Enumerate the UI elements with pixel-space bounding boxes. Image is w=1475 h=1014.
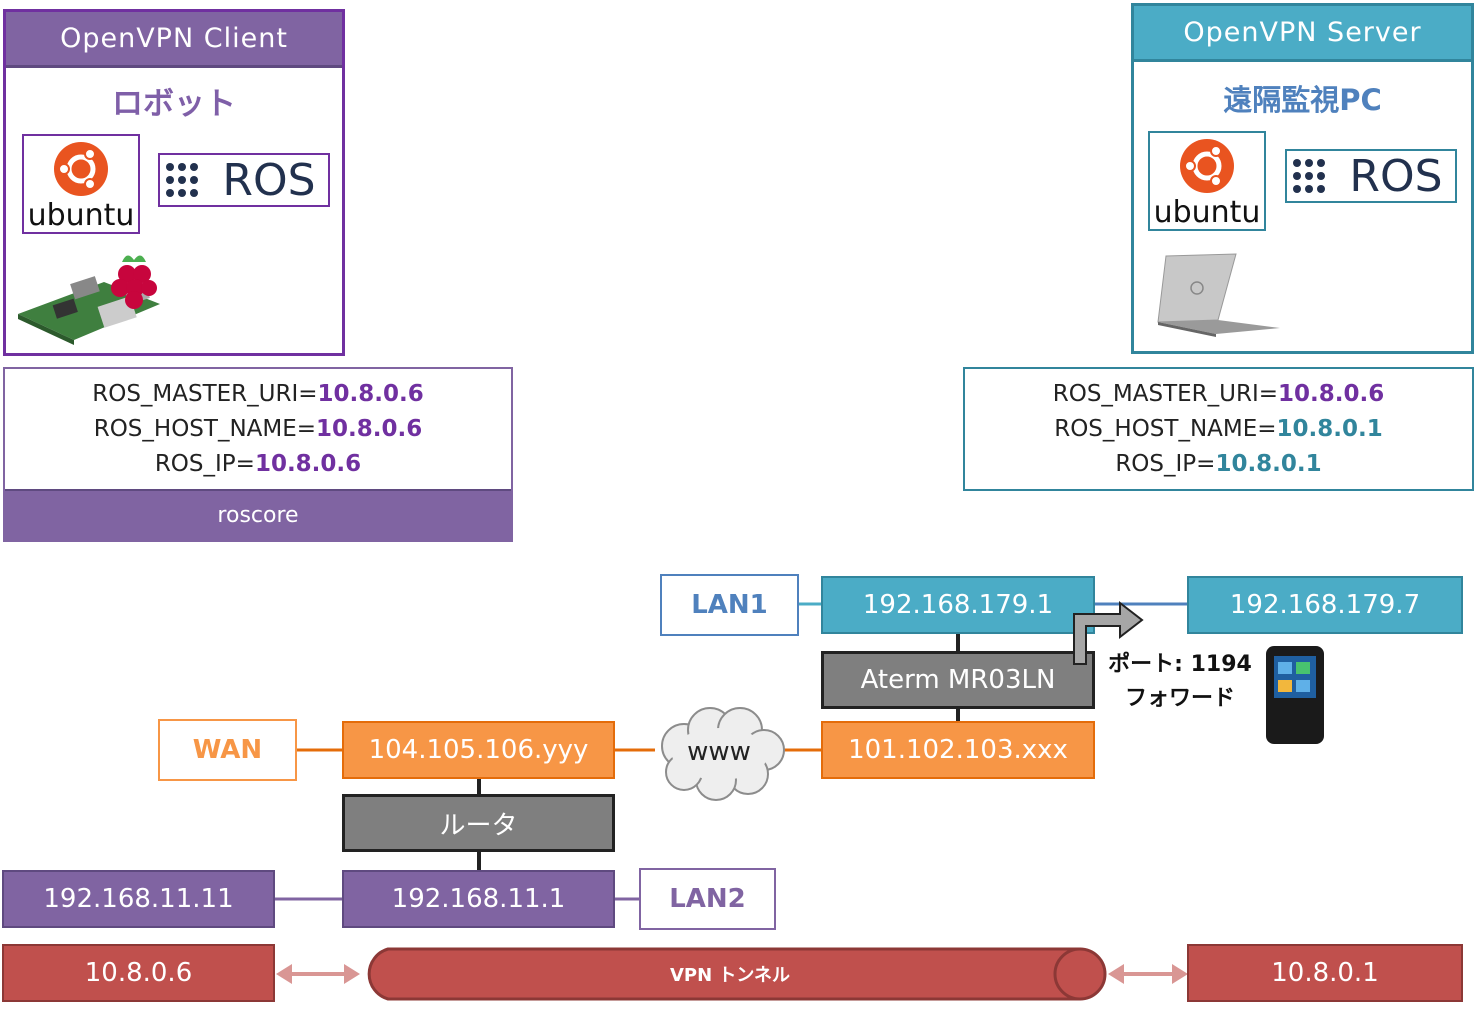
client-env-host-name: ROS_HOST_NAME=10.8.0.6 (93, 416, 423, 442)
vpn-right-ip: 10.8.0.1 (1187, 944, 1463, 1002)
tunnel-pipe-icon (367, 947, 1107, 1001)
ubuntu-circle-icon (54, 142, 108, 196)
client-device-label: ロボット (112, 85, 236, 122)
vpn-left-ip: 10.8.0.6 (2, 944, 275, 1002)
mobile-router-icon (1266, 646, 1324, 744)
server-env-host-name: ROS_HOST_NAME=10.8.0.1 (1054, 416, 1383, 442)
server-env-master-uri: ROS_MASTER_URI=10.8.0.6 (1052, 381, 1385, 407)
internet-label: www (687, 737, 751, 767)
wan-ip-left: 104.105.106.yyy (342, 721, 615, 779)
roscore-bar: roscore (5, 489, 511, 540)
client-env-box: ROS_MASTER_URI=10.8.0.6 ROS_HOST_NAME=10… (3, 367, 513, 542)
lan1-router-ip: 192.168.179.1 (821, 576, 1095, 634)
client-ros-text: ROS (222, 154, 316, 206)
client-ubuntu-logo: ubuntu (22, 134, 140, 234)
server-ubuntu-logo: ubuntu (1148, 131, 1266, 231)
server-title: OpenVPN Server (1134, 6, 1471, 62)
lan1-host-ip: 192.168.179.7 (1187, 576, 1463, 634)
client-title: OpenVPN Client (6, 12, 342, 68)
ros-dots-icon (1293, 159, 1325, 193)
internet-cloud: www (648, 700, 790, 804)
cloud-icon (661, 707, 785, 801)
raspberry-pi-icon (18, 255, 160, 345)
aterm-router: Aterm MR03LN (821, 651, 1095, 709)
client-ros-logo: ROS (158, 153, 330, 207)
lan1-label: LAN1 (660, 574, 799, 636)
ubuntu-circle-icon (1180, 139, 1234, 193)
port-forward-label: ポート: 1194 フォワード (1100, 648, 1260, 718)
port-forward-arrow-icon (1073, 600, 1144, 665)
home-router: ルータ (342, 794, 615, 852)
client-panel: OpenVPN Client ロボット ubuntu ROS (3, 9, 345, 356)
server-env-box: ROS_MASTER_URI=10.8.0.6 ROS_HOST_NAME=10… (963, 367, 1474, 491)
port-forward-line2: フォワード (1124, 686, 1235, 711)
server-ros-logo: ROS (1285, 149, 1457, 203)
wan-ip-right: 101.102.103.xxx (821, 721, 1095, 779)
server-env-ros-ip: ROS_IP=10.8.0.1 (1115, 451, 1322, 477)
vpn-tunnel: VPN トンネル (360, 946, 1110, 1002)
ros-dots-icon (166, 163, 198, 197)
vpn-right-arrow-icon (1108, 964, 1188, 984)
client-env-master-uri: ROS_MASTER_URI=10.8.0.6 (92, 381, 424, 407)
lan2-host-ip: 192.168.11.11 (2, 870, 275, 928)
vpn-tunnel-label: VPN トンネル (669, 965, 791, 986)
server-ubuntu-text: ubuntu (1153, 194, 1261, 230)
lan2-router-ip: 192.168.11.1 (342, 870, 615, 928)
wan-label: WAN (158, 719, 297, 781)
vpn-left-arrow-icon (276, 964, 360, 984)
client-env-ros-ip: ROS_IP=10.8.0.6 (154, 451, 362, 477)
lan2-label: LAN2 (639, 868, 776, 930)
laptop-icon (1157, 253, 1280, 337)
client-ubuntu-text: ubuntu (27, 197, 135, 233)
server-ros-text: ROS (1349, 150, 1443, 202)
server-device-label: 遠隔監視PC (1223, 83, 1382, 117)
server-panel: OpenVPN Server 遠隔監視PC ubuntu ROS (1131, 3, 1474, 354)
port-forward-line1: ポート: 1194 (1108, 652, 1252, 677)
